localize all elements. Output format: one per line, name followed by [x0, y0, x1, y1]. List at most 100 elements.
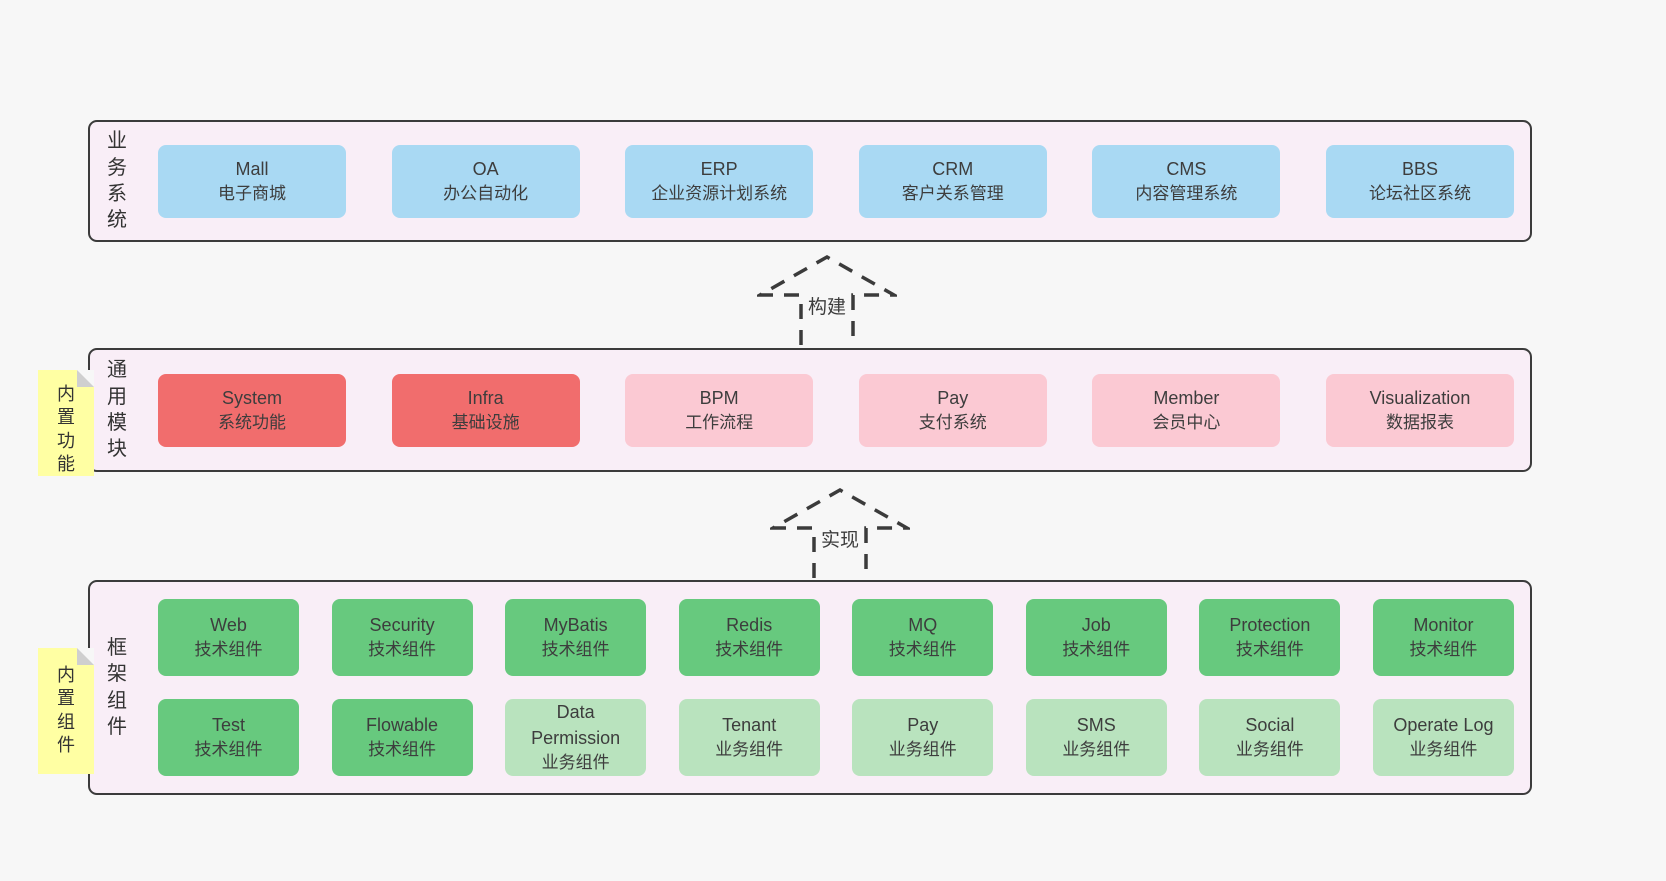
card-erp: ERP 企业资源计划系统: [625, 144, 814, 218]
card-name: ERP: [700, 158, 738, 179]
card-desc: 企业资源计划系统: [651, 183, 788, 203]
card-protection: Protection 技术组件: [1199, 599, 1341, 676]
card-desc: 业务组件: [541, 752, 610, 772]
sticky-note-built-in-features: 内置功能: [38, 370, 94, 476]
card-name: MyBatis: [543, 615, 608, 635]
card-crm: CRM 客户关系管理: [858, 144, 1047, 218]
card-desc: 技术组件: [1062, 640, 1131, 660]
layer-components-label: 框架组件: [107, 636, 127, 738]
layer-common-modules: 通用模块 System 系统功能 Infra 基础设施 BPM 工作流程 Pay…: [88, 348, 1532, 472]
arrow-implement: 实现: [770, 486, 910, 578]
layer-modules-label: 通用模块: [107, 359, 127, 461]
card-desc: 业务组件: [1062, 740, 1131, 760]
card-system: System 系统功能: [158, 373, 346, 447]
card-desc: 技术组件: [1409, 640, 1478, 660]
card-desc: 系统功能: [218, 412, 286, 432]
layer-framework-components: 框架组件 Web 技术组件 Security 技术组件 MyBatis 技术组件…: [88, 580, 1532, 795]
card-cms: CMS 内容管理系统: [1092, 144, 1281, 218]
card-mq: MQ 技术组件: [852, 599, 994, 676]
card-desc: 内容管理系统: [1135, 183, 1238, 203]
card-member: Member 会员中心: [1092, 373, 1281, 447]
component-row-1: Web 技术组件 Security 技术组件 MyBatis 技术组件 Redi…: [158, 599, 1514, 676]
card-tenant: Tenant 业务组件: [678, 699, 820, 776]
card-name: Redis: [726, 615, 773, 635]
card-social: Social 业务组件: [1199, 699, 1341, 776]
card-desc: 电子商城: [218, 183, 286, 203]
card-job: Job 技术组件: [1025, 599, 1167, 676]
sticky-note-text: 内置功能: [57, 384, 75, 475]
card-name: OA: [472, 158, 499, 179]
card-desc: 技术组件: [1235, 640, 1304, 660]
card-name: Visualization: [1369, 387, 1471, 408]
card-desc: 技术组件: [368, 740, 437, 760]
card-flowable: Flowable 技术组件: [331, 699, 473, 776]
card-desc: 业务组件: [888, 740, 957, 760]
card-web: Web 技术组件: [158, 599, 299, 676]
card-bpm: BPM 工作流程: [625, 373, 814, 447]
arrow-build: 构建: [757, 253, 897, 345]
card-name: Protection: [1229, 615, 1311, 635]
card-name: Pay: [907, 715, 939, 735]
card-desc: 办公自动化: [443, 183, 529, 203]
dashed-up-arrow-icon: [757, 254, 897, 345]
card-name: Mall: [235, 158, 269, 179]
layer-business-systems: 业务系统 Mall 电子商城 OA 办公自动化 ERP 企业资源计划系统 CRM…: [88, 120, 1532, 242]
card-name: Monitor: [1413, 615, 1474, 635]
card-name: MQ: [908, 615, 938, 635]
card-desc: 业务组件: [1235, 740, 1304, 760]
card-name: Test: [211, 715, 245, 735]
card-name: Member: [1153, 387, 1220, 408]
card-infra: Infra 基础设施: [391, 373, 580, 447]
card-desc: 工作流程: [685, 412, 754, 432]
card-name: BBS: [1401, 158, 1438, 179]
card-name: Web: [210, 615, 247, 635]
card-operate-log: Operate Log 业务组件: [1372, 699, 1514, 776]
card-mybatis: MyBatis 技术组件: [505, 599, 647, 676]
card-name: BPM: [699, 387, 739, 408]
card-name: Infra: [467, 387, 504, 408]
card-name: CRM: [932, 158, 974, 179]
card-name: Job: [1081, 615, 1111, 635]
card-desc: 技术组件: [368, 640, 437, 660]
card-test: Test 技术组件: [158, 699, 299, 776]
card-oa: OA 办公自动化: [391, 144, 580, 218]
card-name: CMS: [1166, 158, 1207, 179]
card-name: Tenant: [722, 715, 777, 735]
module-cards: System 系统功能 Infra 基础设施 BPM 工作流程 Pay 支付系统…: [158, 373, 1514, 447]
card-desc: 基础设施: [451, 412, 520, 432]
sticky-note-built-in-components: 内置组件: [38, 648, 94, 774]
card-visualization: Visualization 数据报表: [1325, 373, 1514, 447]
card-name: Operate Log: [1393, 715, 1494, 735]
card-name: Pay: [937, 387, 969, 408]
card-desc: 支付系统: [918, 412, 987, 432]
card-desc: 技术组件: [888, 640, 957, 660]
card-name: System: [221, 387, 282, 408]
card-desc: 会员中心: [1152, 412, 1221, 432]
card-security: Security 技术组件: [331, 599, 473, 676]
arrow-build-label: 构建: [804, 291, 850, 320]
arrow-implement-label: 实现: [817, 524, 863, 553]
card-desc: 技术组件: [715, 640, 784, 660]
dashed-up-arrow-icon: [770, 487, 910, 578]
card-pay-component: Pay 业务组件: [852, 699, 994, 776]
card-desc: 技术组件: [194, 640, 263, 660]
sticky-note-text: 内置组件: [57, 665, 75, 756]
card-name: SMS: [1076, 715, 1116, 735]
card-name: Data Permission: [531, 702, 621, 748]
card-desc: 客户关系管理: [901, 183, 1004, 203]
card-redis: Redis 技术组件: [678, 599, 820, 676]
card-desc: 论坛社区系统: [1368, 183, 1471, 203]
card-name: Security: [369, 615, 435, 635]
business-cards: Mall 电子商城 OA 办公自动化 ERP 企业资源计划系统 CRM 客户关系…: [158, 144, 1514, 218]
card-sms: SMS 业务组件: [1025, 699, 1167, 776]
card-desc: 技术组件: [194, 740, 263, 760]
card-bbs: BBS 论坛社区系统: [1325, 144, 1514, 218]
card-desc: 数据报表: [1385, 412, 1454, 432]
card-data-permission: Data Permission 业务组件: [505, 699, 647, 776]
card-desc: 业务组件: [1409, 740, 1478, 760]
card-monitor: Monitor 技术组件: [1372, 599, 1514, 676]
component-row-2: Test 技术组件 Flowable 技术组件 Data Permission …: [158, 699, 1514, 776]
card-mall: Mall 电子商城: [158, 144, 346, 218]
component-rows: Web 技术组件 Security 技术组件 MyBatis 技术组件 Redi…: [158, 599, 1514, 776]
